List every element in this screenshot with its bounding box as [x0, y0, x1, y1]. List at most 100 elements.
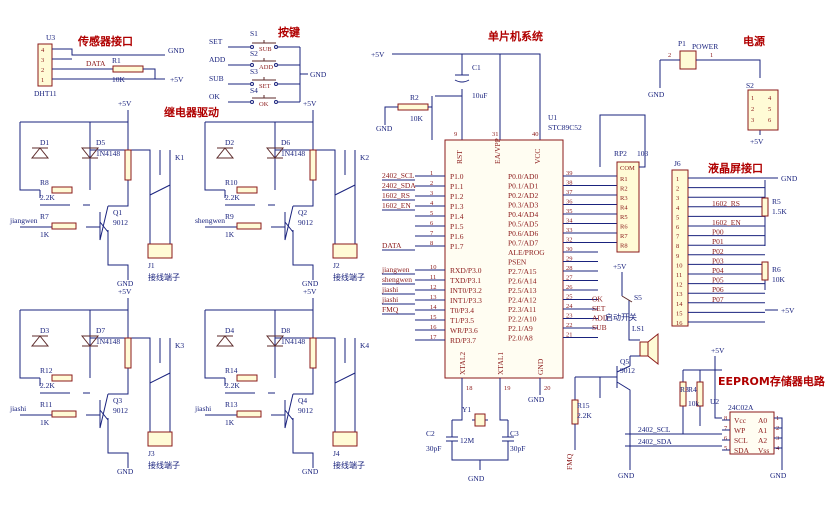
relay-diode-shapes [215, 335, 285, 347]
mcu-bottom-pin-name: XTAL2 [458, 352, 467, 375]
relay-base-r-val: 1K [225, 418, 235, 427]
c1-val: 10uF [472, 91, 487, 100]
eeprom-vcc: +5V [711, 346, 725, 355]
relay-k-ref: K3 [175, 341, 184, 350]
relay-diode-ref: D6 [281, 138, 290, 147]
relay-gnd-label: GND [117, 467, 134, 476]
c3-val: 30pF [510, 444, 525, 453]
rp2-resistor-label: R3 [620, 195, 628, 202]
eeprom-pin-num: 5 [724, 445, 727, 452]
power-gnd: GND [648, 90, 665, 99]
mcu-right-pin-num: 21 [566, 332, 573, 339]
mcu-left-pin-name: P1.2 [450, 192, 464, 201]
mcu-left-net: shengwen [382, 275, 412, 284]
relay-led-ref: D1 [40, 138, 49, 147]
mcu-right-pin-name: P0.3/AD3 [508, 201, 538, 210]
lcd-pin-net: 1602_RS [712, 199, 740, 208]
relay-base-r-ref: R7 [40, 212, 49, 221]
r34-val: 10k [688, 399, 700, 408]
mcu-bottom-pin-num: 20 [544, 385, 551, 392]
relay-gnd-label: GND [302, 467, 319, 476]
relay-diode-part: 1N4148 [96, 149, 120, 158]
mcu-right-pin-name: P2.0/A8 [508, 334, 533, 343]
power-title: 电源 [743, 34, 765, 48]
relay-terminal-block [147, 431, 173, 447]
buzzer-vcc: +5V [613, 262, 627, 271]
rp2-ref: RP2 [614, 149, 627, 158]
relay-diode-part: 1N4148 [281, 149, 305, 158]
u1-part: STC89C52 [548, 123, 582, 132]
key-net-add: ADD [209, 55, 226, 64]
sensor-dht11: U3 4 3 2 1 DHT11 GND DATA R1 10K +5V [34, 33, 185, 98]
q5-part: 9012 [620, 366, 635, 375]
mcu-left-pin-num: 6 [430, 220, 434, 227]
relay-gnd-label: GND [117, 279, 134, 288]
mcu-right-pin-num: 28 [566, 265, 573, 272]
mcu-right-pin-name: ALE/PROG [508, 248, 545, 257]
mcu-left-pin-name: P1.3 [450, 202, 464, 211]
relay-gnd-label: GND [302, 279, 319, 288]
lcd-pin-net: P05 [712, 276, 724, 285]
lcd-pin-num: 3 [676, 195, 679, 202]
c3-ref: C3 [510, 429, 519, 438]
eeprom-pin-name: A0 [758, 416, 767, 425]
mcu-left-pin-num: 11 [430, 274, 436, 281]
j6-ref: J6 [674, 159, 681, 168]
relay-base-resistor [51, 222, 77, 230]
power-vcc: +5V [750, 137, 764, 146]
lcd-pin-num: 7 [676, 234, 680, 241]
mcu-left-pin-name: P1.7 [450, 242, 464, 251]
relay-j-text: 接线端子 [148, 272, 180, 282]
mcu-right-pin-name: P0.4/AD4 [508, 210, 538, 219]
mcu-right-pin-name: P2.2/A10 [508, 315, 537, 324]
mcu-left-net: 2402_SDA [382, 181, 416, 190]
mcu-right-pin-name: P0.0/AD0 [508, 172, 538, 181]
relay-base-r-ref: R13 [225, 400, 238, 409]
mcu-right-pin-name: P0.5/AD5 [508, 220, 538, 229]
relay-transistor-ref: Q2 [298, 208, 307, 217]
eeprom-scl-net: 2402_SCL [638, 425, 671, 434]
mcu-right-net: SUB [592, 323, 607, 332]
relay-transistor-part: 9012 [113, 406, 128, 415]
s2-pin-right: 5 [768, 106, 771, 113]
relay-base-r-val: 1K [40, 418, 50, 427]
lcd-pin-num: 1 [676, 176, 679, 183]
mcu-right-pin-name: P2.1/A9 [508, 324, 533, 333]
mcu-right-pin-num: 39 [566, 170, 573, 177]
mcu-left-pin-num: 8 [430, 240, 433, 247]
relay-led-r-val: 2.2K [40, 381, 55, 390]
mcu-right-pin-name: P2.5/A13 [508, 286, 537, 295]
s5-text: 启动开关 [605, 312, 637, 322]
u1-ref: U1 [548, 113, 557, 122]
relay-led-resistor [51, 186, 73, 194]
r15-val: 2.2K [577, 411, 592, 420]
relay-diode-part: 1N4148 [96, 337, 120, 346]
s2-pin-left: 2 [751, 106, 754, 113]
rp2-com: COM [620, 165, 635, 172]
relay-vcc-label: +5V [118, 287, 132, 296]
relay-transistor-ref: Q4 [298, 396, 307, 405]
c2-val: 30pF [426, 444, 441, 453]
mcu-left-pin-num: 15 [430, 314, 437, 321]
r3-body [679, 381, 687, 407]
relay-vcc-label: +5V [303, 99, 317, 108]
r5-ref: R5 [772, 197, 781, 206]
mcu-right-net: ADD [592, 314, 609, 323]
u1-body [444, 139, 564, 379]
mcu-left-pin-num: 2 [430, 180, 433, 187]
s2-pin-left: 1 [751, 95, 754, 102]
relay-base-r-ref: R9 [225, 212, 234, 221]
lcd-pin-net: P07 [712, 295, 724, 304]
relay-vcc-label: +5V [303, 287, 317, 296]
mcu-left-pin-num: 5 [430, 210, 433, 217]
rp2-resistor-label: R6 [620, 224, 628, 231]
rp2-resistor-label: R4 [620, 205, 628, 212]
u2-ref: U2 [710, 397, 719, 406]
rp2-resistor-label: R8 [620, 243, 628, 250]
relay-led-r-ref: R8 [40, 178, 49, 187]
relay-coil [309, 337, 317, 369]
mcu-bottom-pin-num: 18 [466, 385, 473, 392]
mcu-left-net: DATA [382, 241, 402, 250]
j6-body [671, 169, 689, 327]
